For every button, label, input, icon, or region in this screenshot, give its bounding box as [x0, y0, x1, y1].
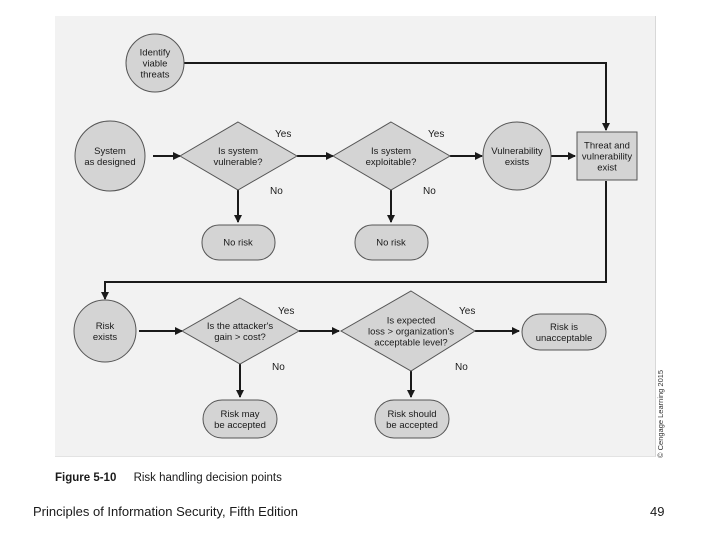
node-label-line: No risk [223, 238, 253, 249]
node-label-line: loss > organization's [368, 327, 454, 338]
copyright-notice: © Cengage Learning 2015 [656, 369, 665, 458]
node-is-system-vulnerable [179, 121, 299, 191]
node-label-line: be accepted [214, 420, 266, 431]
figure-number: Figure 5-10 [55, 472, 117, 484]
node-label-line: as designed [84, 157, 135, 168]
node-risk-exists [73, 299, 137, 363]
no-label-vulnerable: No [270, 186, 283, 197]
arrow-identify-to-threat-vuln [184, 62, 610, 131]
page-number: 49 [650, 504, 665, 519]
node-label-line: vulnerability [582, 152, 632, 163]
node-label-line: acceptable level? [374, 338, 447, 349]
node-label-line: Identify [140, 48, 171, 59]
node-label-line: Threat and [584, 141, 630, 152]
node-label-line: Is system [218, 146, 258, 157]
node-label-line: Is expected [387, 316, 436, 327]
node-label-line: vulnerable? [213, 157, 262, 168]
label-no-risk-1: No risk [223, 238, 253, 249]
node-label-line: exists [93, 332, 118, 343]
node-label-line: Vulnerability [491, 146, 543, 157]
no-label-attacker-gain: No [272, 362, 285, 373]
node-label-line: threats [140, 70, 169, 81]
node-expected-loss [339, 290, 476, 372]
arrow-threat-vuln-to-risk-exists [101, 181, 607, 300]
label-no-risk-2: No risk [376, 238, 406, 249]
figure-title: Risk handling decision points [133, 472, 282, 484]
node-label-line: Is system [371, 146, 411, 157]
node-label-line: exists [505, 157, 530, 168]
node-is-system-exploitable [332, 121, 452, 191]
node-label-line: Risk [96, 321, 115, 332]
node-label-line: Is the attacker's [207, 321, 273, 332]
node-label-line: gain > cost? [214, 332, 266, 343]
node-system-as-designed [74, 120, 146, 192]
node-risk-unacceptable [521, 313, 607, 351]
node-label-line: exist [597, 163, 617, 174]
node-label-line: Risk is [550, 322, 578, 333]
yes-label-expected-loss: Yes [459, 306, 475, 317]
no-label-exploitable: No [423, 186, 436, 197]
node-no-risk-1 [201, 224, 276, 261]
nodes [73, 33, 638, 439]
node-label-line: be accepted [386, 420, 438, 431]
decision-labels: Yes No Yes No Yes No Yes No [270, 129, 475, 373]
node-label-line: Risk may [220, 409, 259, 420]
node-identify-threats [125, 33, 185, 93]
book-title: Principles of Information Security, Fift… [33, 504, 298, 519]
connectors [101, 62, 610, 398]
node-risk-should-be-accepted [374, 399, 450, 439]
node-label-line: exploitable? [366, 157, 417, 168]
node-no-risk-2 [354, 224, 429, 261]
yes-label-attacker-gain: Yes [278, 306, 294, 317]
node-attacker-gain [180, 297, 301, 365]
yes-label-exploitable: Yes [428, 129, 444, 140]
node-label-line: No risk [376, 238, 406, 249]
node-risk-may-be-accepted [202, 399, 278, 439]
yes-label-vulnerable: Yes [275, 129, 291, 140]
node-label-line: unacceptable [536, 333, 593, 344]
node-label-line: viable [143, 59, 168, 70]
node-label-line: System [94, 146, 126, 157]
figure-caption: Figure 5-10 Risk handling decision point… [55, 472, 282, 484]
node-vulnerability-exists [482, 121, 552, 191]
node-label-line: Risk should [387, 409, 436, 420]
no-label-expected-loss: No [455, 362, 468, 373]
node-threat-and-vulnerability [576, 131, 638, 181]
